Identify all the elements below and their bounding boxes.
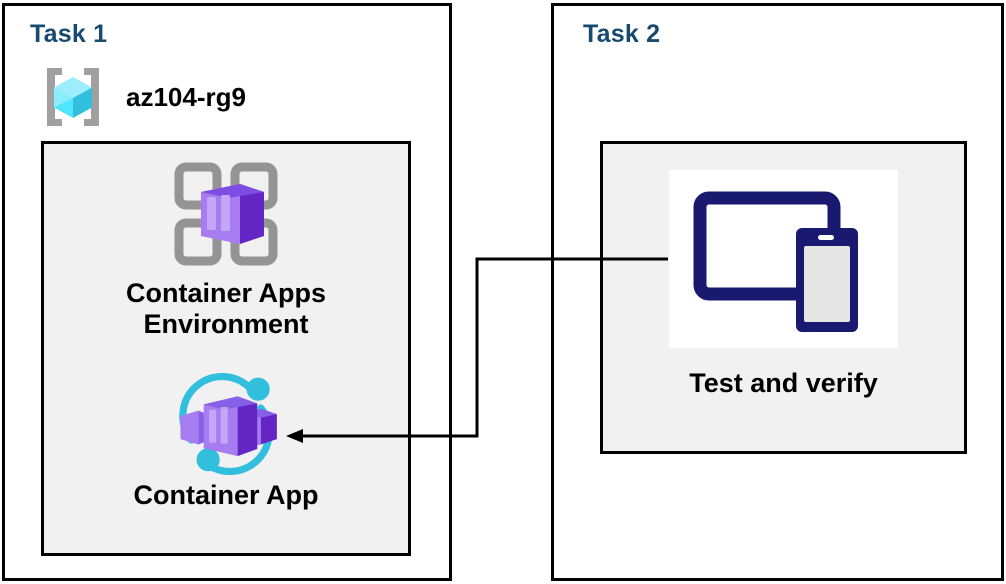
- test-and-verify-devices-icon: [669, 170, 898, 342]
- container-app-icon: [56, 372, 396, 476]
- task-2-title: Task 2: [583, 20, 661, 48]
- container-apps-environment-label: Container Apps Environment: [125, 278, 326, 339]
- test-and-verify-icon-backdrop: [669, 170, 898, 348]
- task-1-title: Task 1: [30, 20, 108, 48]
- container-apps-environment-icon: [56, 156, 396, 272]
- node-container-app: Container App: [56, 372, 396, 511]
- resource-group-name: az104-rg9: [126, 81, 246, 112]
- node-test-and-verify: Test and verify: [640, 170, 927, 399]
- test-and-verify-label: Test and verify: [689, 368, 878, 398]
- resource-group-row: az104-rg9: [36, 60, 336, 134]
- container-app-label: Container App: [133, 480, 319, 510]
- node-container-apps-environment: Container Apps Environment: [56, 156, 396, 340]
- resource-group-cube-icon: [36, 60, 110, 134]
